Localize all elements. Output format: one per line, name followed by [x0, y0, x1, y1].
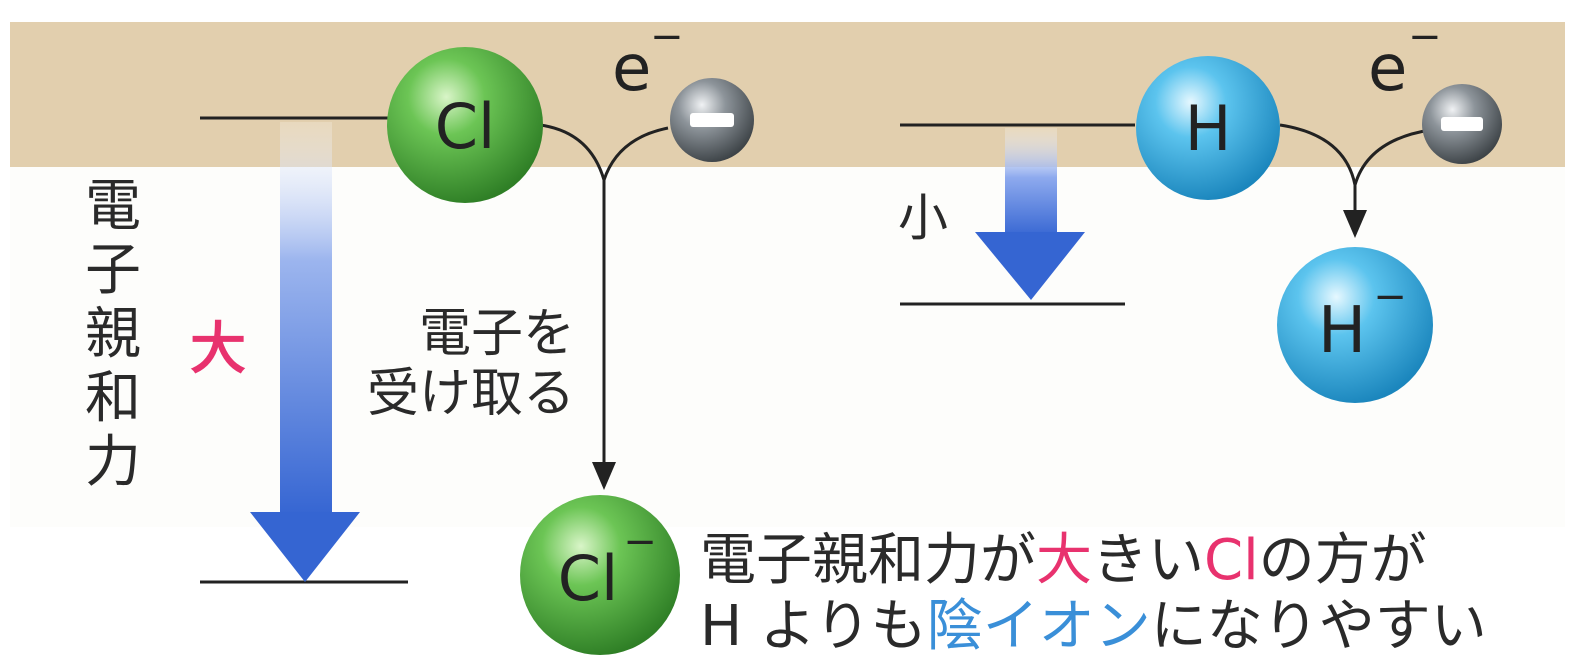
conclusion-highlight-anion: 陰イオン [926, 594, 1151, 659]
electron-right: e − [1368, 14, 1502, 164]
vertical-char: 力 [85, 430, 141, 495]
large-affinity-arrow [250, 122, 360, 582]
electron-left-superscript: − [650, 14, 684, 60]
vertical-char: 和 [85, 366, 141, 431]
accept-line-1: 電子を [418, 304, 575, 364]
accept-line-2: 受け取る [366, 363, 575, 424]
conclusion-part: の方が [1258, 528, 1427, 593]
accept-electron-label: 電子を 受け取る [350, 304, 575, 425]
conclusion-line-2: H よりも陰イオンになりやすい [700, 594, 1487, 660]
h-ion: H − [1277, 247, 1433, 403]
electron-left-label: e [612, 32, 651, 106]
cl-ion-label: Cl [558, 542, 619, 615]
electron-right-superscript: − [1408, 14, 1442, 60]
h-atom: H [1136, 56, 1280, 200]
conclusion-part: 電子親和力が [700, 528, 1036, 593]
conclusion-text: 電子親和力が大きいClの方が H よりも陰イオンになりやすい [700, 528, 1487, 660]
h-capture-arrowhead [1343, 210, 1367, 238]
small-affinity-arrow [975, 128, 1085, 300]
minus-sign-icon [690, 113, 734, 127]
conclusion-highlight-large: 大 [1036, 528, 1092, 593]
h-ion-superscript: − [1373, 274, 1407, 320]
cl-atom-label: Cl [435, 90, 496, 163]
electron-affinity-vertical-label: 電 子 親 和 力 [78, 175, 148, 495]
conclusion-part: きい [1092, 528, 1204, 593]
conclusion-line-1: 電子親和力が大きいClの方が [700, 528, 1487, 594]
cl-ion: Cl − [520, 495, 680, 655]
vertical-char: 子 [85, 238, 141, 303]
electron-left: e − [612, 14, 754, 162]
cl-atom: Cl [387, 47, 543, 203]
h-capture-curve-right [1353, 128, 1431, 210]
h-ion-label: H [1318, 294, 1366, 368]
cl-capture-arrowhead [592, 462, 616, 490]
conclusion-highlight-cl: Cl [1204, 528, 1259, 593]
vertical-char: 親 [85, 302, 141, 367]
vertical-char: 電 [85, 174, 141, 239]
cl-capture-curve-left [539, 123, 606, 181]
conclusion-part: H よりも [700, 594, 927, 659]
h-atom-label: H [1185, 92, 1232, 165]
electron-right-label: e [1368, 32, 1407, 106]
minus-sign-icon [1441, 117, 1483, 131]
energy-band [10, 22, 1565, 167]
cl-capture-curve-right [602, 126, 669, 465]
large-label: 大 [190, 317, 246, 382]
small-label: 小 [898, 189, 948, 247]
h-capture-curve-left [1279, 123, 1357, 186]
conclusion-part: になりやすい [1150, 594, 1487, 659]
cl-ion-superscript: − [623, 519, 657, 565]
